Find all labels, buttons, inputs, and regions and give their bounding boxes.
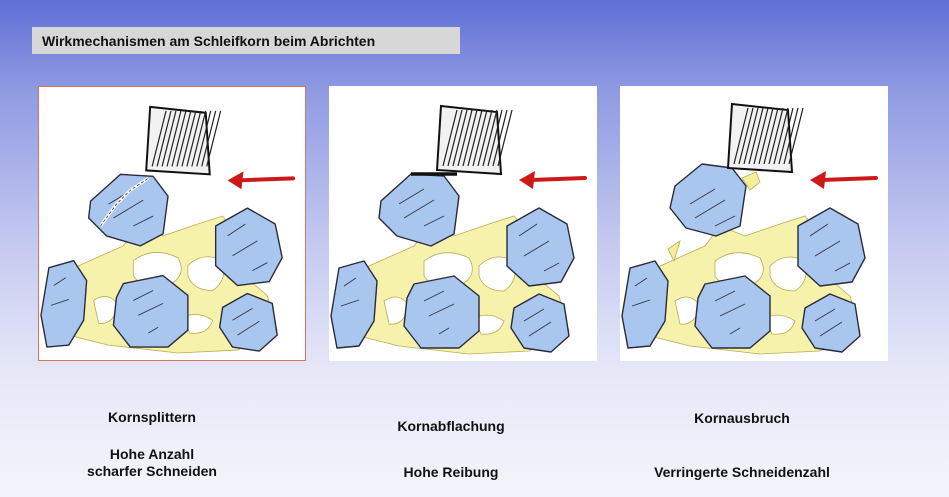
dressing-tool bbox=[437, 106, 512, 174]
caption-mechanism-2: Kornabflachung bbox=[331, 418, 571, 435]
grain-bottom-center bbox=[695, 276, 770, 348]
feed-direction-arrow bbox=[519, 171, 585, 189]
grain-bottom-center bbox=[404, 276, 479, 348]
panel-kornsplittern bbox=[38, 86, 306, 361]
dressing-tool bbox=[728, 104, 803, 172]
grain-top bbox=[670, 164, 746, 236]
panel-kornausbruch bbox=[620, 86, 888, 361]
grain-right-middle bbox=[507, 208, 574, 286]
sketch-kornausbruch bbox=[620, 86, 888, 361]
caption-effect-1-line2: scharfer Schneiden bbox=[87, 463, 217, 479]
panel-kornabflachung bbox=[329, 86, 597, 361]
caption-mechanism-3: Kornausbruch bbox=[622, 410, 862, 427]
grain-right-middle bbox=[798, 208, 865, 286]
slide-title: Wirkmechanismen am Schleifkorn beim Abri… bbox=[32, 27, 460, 54]
caption-effect-3: Verringerte Schneidenzahl bbox=[622, 464, 862, 481]
grain-top bbox=[89, 174, 168, 245]
sketch-kornsplittern bbox=[39, 87, 305, 360]
dressing-tool bbox=[146, 107, 220, 174]
caption-mechanism-1: Kornsplittern bbox=[32, 409, 272, 426]
grain-right-middle bbox=[216, 208, 282, 285]
caption-effect-1-line1: Hohe Anzahl bbox=[110, 446, 194, 462]
caption-effect-1: Hohe Anzahl scharfer Schneiden bbox=[32, 446, 272, 480]
grain-bottom-center bbox=[113, 276, 187, 347]
caption-effect-2: Hohe Reibung bbox=[331, 464, 571, 481]
grain-top bbox=[379, 174, 459, 246]
feed-direction-arrow bbox=[228, 171, 294, 189]
sketch-kornabflachung bbox=[329, 86, 597, 361]
feed-direction-arrow bbox=[810, 171, 876, 189]
